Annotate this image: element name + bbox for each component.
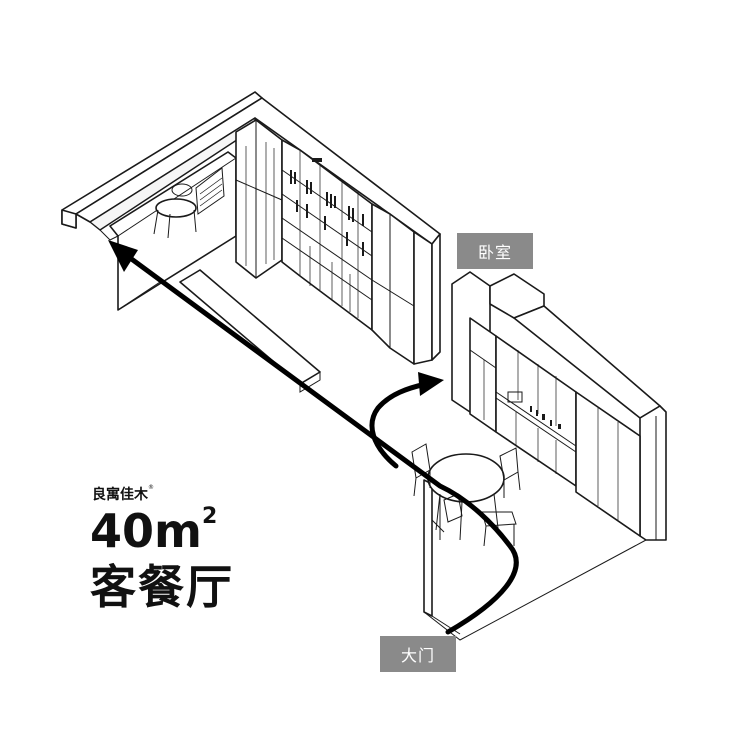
kitchen-right-wall — [639, 405, 667, 541]
fridge — [469, 317, 497, 433]
area-headline: 40m2 — [90, 506, 217, 555]
living-area-structure — [61, 91, 441, 393]
end-pillar-side — [431, 233, 441, 361]
oven — [507, 391, 523, 403]
route — [108, 240, 519, 635]
table-leg — [193, 209, 197, 233]
books — [290, 158, 364, 256]
stair-hatch — [195, 167, 225, 215]
room-title: 客餐厅 — [90, 560, 234, 614]
table-leg — [435, 493, 441, 531]
route-main — [119, 249, 519, 635]
area-value: 40 — [90, 504, 155, 558]
bedroom-label: 卧室 — [457, 233, 533, 269]
floor-edge-inner — [431, 615, 461, 635]
brand-name: 良寓佳木 — [92, 487, 148, 503]
front-partition — [423, 479, 433, 617]
wardrobe-split — [235, 179, 283, 201]
lamp — [171, 183, 193, 197]
area-unit: m — [154, 504, 202, 558]
floor-edge-right — [423, 539, 647, 641]
hatch-line — [199, 183, 223, 201]
left-end-cap — [61, 209, 77, 229]
fridge-split — [469, 349, 497, 369]
table-leg — [493, 493, 499, 529]
tall-cabinets — [575, 391, 641, 537]
shelf — [281, 217, 373, 281]
table-leg — [167, 213, 171, 239]
countertop — [495, 391, 577, 447]
route-branch — [369, 381, 429, 469]
table-leg — [153, 209, 159, 235]
cabinet-split — [371, 279, 415, 307]
hatch-line — [199, 177, 223, 195]
bench-top — [179, 269, 321, 385]
shelf — [281, 237, 373, 301]
wardrobe — [235, 119, 283, 279]
end-pillar-front — [413, 231, 433, 365]
kitchen-dining-structure — [411, 271, 667, 641]
side-table-top — [155, 198, 197, 218]
floor-edge — [117, 281, 161, 311]
route-arrow-icon — [418, 372, 444, 396]
dining-table — [427, 453, 505, 503]
countertop-items — [530, 406, 561, 429]
brand-logo: 良寓佳木® — [92, 484, 154, 504]
countertop-edge — [495, 397, 577, 453]
floor-join — [99, 229, 119, 241]
bench-front — [299, 372, 321, 393]
partition-step — [431, 519, 445, 533]
entrance-label: 大门 — [380, 636, 456, 672]
table-leg — [459, 501, 463, 541]
brand-registered-mark: ® — [148, 484, 154, 491]
route-arrow-icon — [108, 240, 138, 272]
hatch-line — [199, 189, 223, 207]
area-unit-superscript: 2 — [201, 504, 218, 529]
